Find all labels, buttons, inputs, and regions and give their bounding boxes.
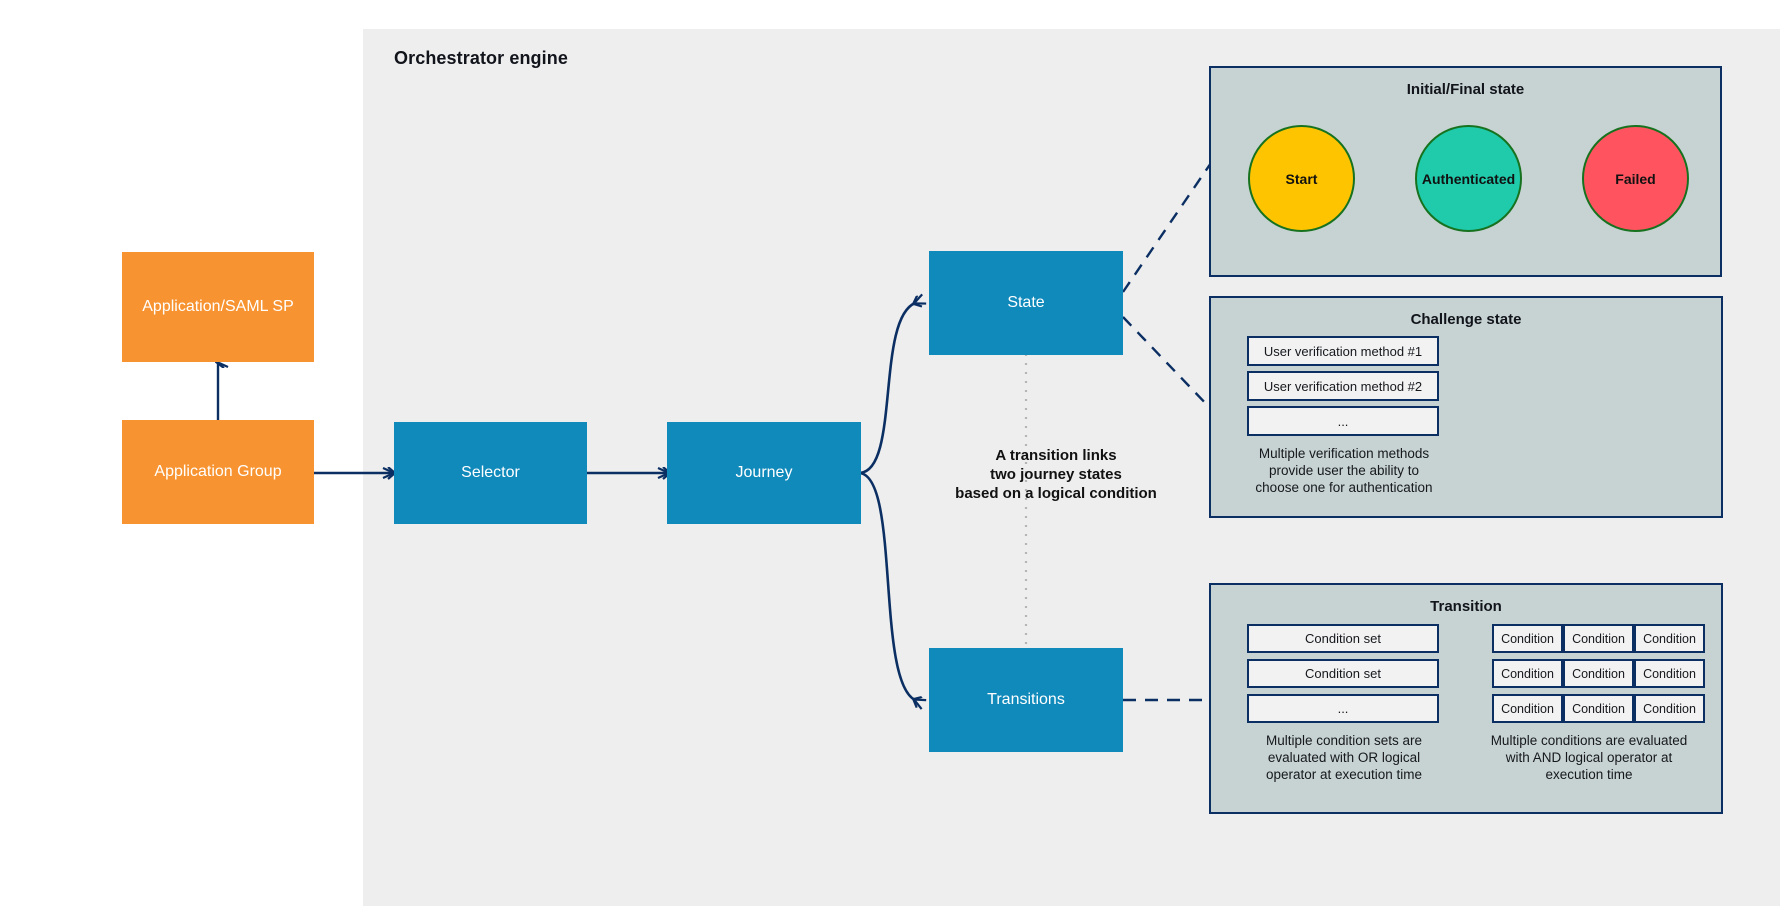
condition-set-2[interactable]: Condition set: [1247, 659, 1439, 688]
condition-set-1-label: Condition set: [1305, 631, 1381, 646]
transition-annotation: A transition links two journey states ba…: [955, 447, 1157, 502]
state-circle-authenticated-label: Authenticated: [1421, 170, 1516, 187]
condition-r1c3[interactable]: Condition: [1634, 624, 1705, 653]
panel-initial-final-state: Initial/Final state Start Authenticated …: [1209, 66, 1722, 277]
edge-journey-to-transitions: [859, 471, 915, 700]
condition-sets-caption: Multiple condition sets are evaluated wi…: [1265, 733, 1423, 782]
node-journey[interactable]: Journey: [667, 422, 861, 524]
state-circle-start[interactable]: Start: [1248, 125, 1355, 232]
state-circle-start-label: Start: [1285, 170, 1318, 187]
node-state-label: State: [1007, 294, 1045, 311]
condition-r2c3[interactable]: Condition: [1634, 659, 1705, 688]
challenge-state-caption: Multiple verification methods provide us…: [1255, 446, 1433, 495]
node-transitions-label: Transitions: [987, 691, 1065, 708]
orchestrator-engine-title: Orchestrator engine: [394, 48, 568, 68]
condition-set-more-label: ...: [1337, 701, 1349, 716]
condition-r1c1-label: Condition: [1501, 631, 1554, 646]
panel-challenge-state-title: Challenge state: [1410, 311, 1522, 328]
edge-state-to-initialfinal: [1122, 159, 1214, 293]
state-circle-failed[interactable]: Failed: [1582, 125, 1689, 232]
edge-journey-to-state: [859, 303, 915, 475]
state-circle-failed-label: Failed: [1615, 170, 1656, 187]
challenge-method-1[interactable]: User verification method #1: [1247, 336, 1439, 366]
node-selector[interactable]: Selector: [394, 422, 587, 524]
condition-r2c3-label: Condition: [1643, 666, 1696, 681]
condition-set-more[interactable]: ...: [1247, 694, 1439, 723]
node-selector-label: Selector: [461, 464, 520, 481]
condition-r2c2[interactable]: Condition: [1563, 659, 1634, 688]
node-state[interactable]: State: [929, 251, 1123, 355]
node-application-saml-sp-label: Application/SAML SP: [142, 298, 294, 315]
challenge-method-2-label: User verification method #2: [1263, 378, 1423, 394]
condition-set-1[interactable]: Condition set: [1247, 624, 1439, 653]
panel-transition: Transition Condition set Condition set .…: [1209, 583, 1723, 814]
panel-transition-title: Transition: [1430, 598, 1502, 615]
node-application-group-label: Application Group: [154, 463, 282, 480]
challenge-method-2[interactable]: User verification method #2: [1247, 371, 1439, 401]
condition-r2c1-label: Condition: [1501, 666, 1554, 681]
condition-r3c3[interactable]: Condition: [1634, 694, 1705, 723]
condition-r3c1-label: Condition: [1501, 701, 1554, 716]
challenge-method-more[interactable]: ...: [1247, 406, 1439, 436]
condition-r2c2-label: Condition: [1572, 666, 1625, 681]
node-transitions[interactable]: Transitions: [929, 648, 1123, 752]
panel-initial-final-state-title: Initial/Final state: [1406, 81, 1525, 98]
condition-r3c3-label: Condition: [1643, 701, 1696, 716]
condition-r3c2[interactable]: Condition: [1563, 694, 1634, 723]
edge-state-to-challenge: [1122, 316, 1212, 410]
condition-r1c2-label: Condition: [1572, 631, 1625, 646]
condition-set-2-label: Condition set: [1305, 666, 1381, 681]
node-journey-label: Journey: [735, 464, 793, 481]
conditions-caption: Multiple conditions are evaluated with A…: [1490, 733, 1688, 782]
challenge-method-1-label: User verification method #1: [1263, 343, 1423, 359]
condition-r2c1[interactable]: Condition: [1492, 659, 1563, 688]
challenge-method-more-label: ...: [1337, 413, 1349, 429]
state-circle-authenticated[interactable]: Authenticated: [1415, 125, 1522, 232]
condition-r1c2[interactable]: Condition: [1563, 624, 1634, 653]
node-application-saml-sp[interactable]: Application/SAML SP: [122, 252, 314, 362]
condition-r1c1[interactable]: Condition: [1492, 624, 1563, 653]
panel-challenge-state: Challenge state User verification method…: [1209, 296, 1723, 518]
node-application-group[interactable]: Application Group: [122, 420, 314, 524]
condition-r1c3-label: Condition: [1643, 631, 1696, 646]
condition-r3c1[interactable]: Condition: [1492, 694, 1563, 723]
condition-r3c2-label: Condition: [1572, 701, 1625, 716]
